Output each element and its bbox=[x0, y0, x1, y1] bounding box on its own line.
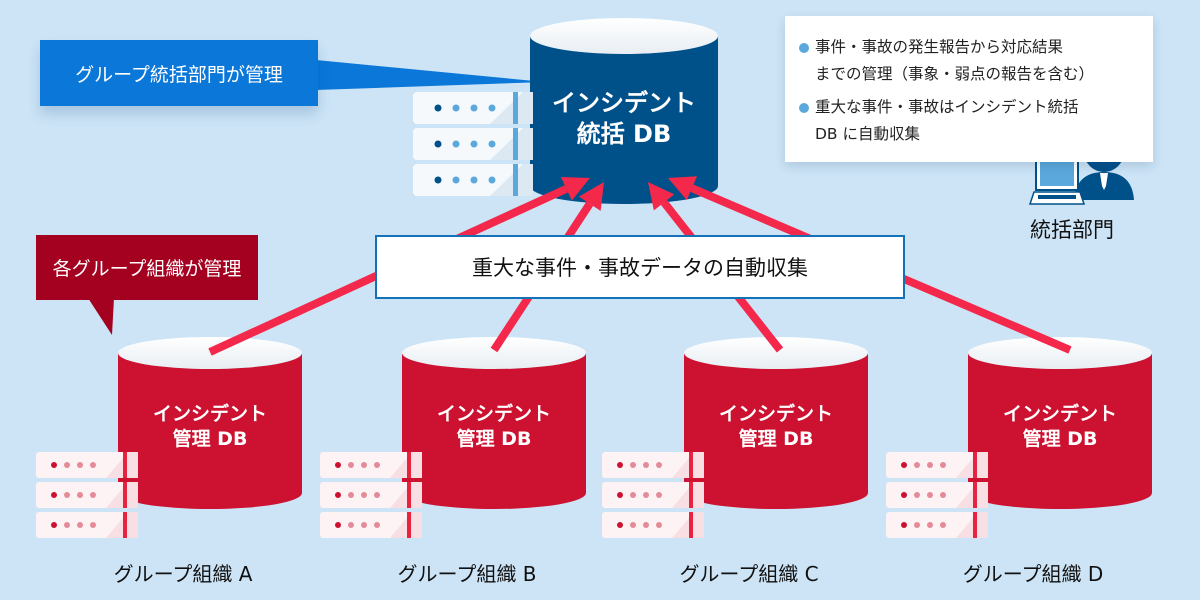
server-icon bbox=[36, 452, 138, 478]
info-line: 事件・事故の発生報告から対応結果 bbox=[815, 38, 1064, 56]
server-icon bbox=[886, 512, 988, 538]
server-icon bbox=[602, 482, 704, 508]
org-name-label: グループ組織 C bbox=[679, 562, 819, 586]
org-db-line2: 管理 DB bbox=[1022, 427, 1098, 450]
server-icon bbox=[413, 164, 533, 196]
org-name-label: グループ組織 B bbox=[397, 562, 537, 586]
org-name-label: グループ組織 D bbox=[962, 562, 1104, 586]
server-icon bbox=[320, 512, 422, 538]
org-db-line1: インシデント bbox=[1002, 403, 1117, 425]
server-icon bbox=[36, 482, 138, 508]
org-db-line2: 管理 DB bbox=[172, 427, 248, 450]
server-icon bbox=[886, 452, 988, 478]
server-icon bbox=[602, 512, 704, 538]
org-db-line1: インシデント bbox=[718, 403, 833, 425]
org-db-label: インシデント管理 DB bbox=[402, 402, 586, 451]
bullet-icon bbox=[799, 103, 809, 113]
callout-pointer-blue bbox=[316, 60, 545, 90]
server-icon bbox=[320, 452, 422, 478]
org-name-label: グループ組織 A bbox=[113, 562, 253, 586]
info-item: 事件・事故の発生報告から対応結果 までの管理（事象・弱点の報告を含む） bbox=[799, 34, 1095, 88]
server-icon bbox=[413, 92, 533, 124]
org-db-label: インシデント管理 DB bbox=[118, 402, 302, 451]
callout-pointer-red bbox=[88, 298, 114, 335]
org-db-line1: インシデント bbox=[152, 403, 267, 425]
org-db-cylinder bbox=[118, 337, 302, 509]
org-db-cylinder bbox=[684, 337, 868, 509]
info-line: DB に自動収集 bbox=[815, 125, 920, 143]
department-label: 統括部門 bbox=[1030, 218, 1114, 242]
auto-collection-box: 重大な事件・事故データの自動収集 bbox=[375, 235, 905, 299]
org-db-line1: インシデント bbox=[436, 403, 551, 425]
org-db-cylinder bbox=[402, 337, 586, 509]
org-db-cylinder bbox=[968, 337, 1152, 509]
info-line: までの管理（事象・弱点の報告を含む） bbox=[815, 65, 1095, 83]
info-box: 事件・事故の発生報告から対応結果 までの管理（事象・弱点の報告を含む） 重大な事… bbox=[785, 16, 1153, 162]
bullet-icon bbox=[799, 43, 809, 53]
org-db-line2: 管理 DB bbox=[456, 427, 532, 450]
collection-label: 重大な事件・事故データの自動収集 bbox=[472, 256, 808, 280]
central-management-callout: グループ統括部門が管理 bbox=[40, 40, 318, 106]
org-db-label: インシデント管理 DB bbox=[684, 402, 868, 451]
org-db-line2: 管理 DB bbox=[738, 427, 814, 450]
central-db-line1: インシデント bbox=[552, 89, 696, 117]
callout-text: グループ統括部門が管理 bbox=[75, 63, 283, 86]
central-db-label: インシデント 統括 DB bbox=[530, 88, 718, 150]
server-icon bbox=[320, 482, 422, 508]
central-db-cylinder bbox=[530, 18, 718, 204]
info-line: 重大な事件・事故はインシデント統括 bbox=[815, 98, 1079, 116]
server-icon bbox=[886, 482, 988, 508]
group-management-callout: 各グループ組織が管理 bbox=[36, 235, 258, 300]
server-icon bbox=[413, 128, 533, 160]
info-item: 重大な事件・事故はインシデント統括 DB に自動収集 bbox=[799, 94, 1079, 148]
callout-text: 各グループ組織が管理 bbox=[52, 258, 242, 280]
server-icon bbox=[602, 452, 704, 478]
central-db-line2: 統括 DB bbox=[576, 120, 672, 149]
server-icon bbox=[36, 512, 138, 538]
org-db-label: インシデント管理 DB bbox=[968, 402, 1152, 451]
